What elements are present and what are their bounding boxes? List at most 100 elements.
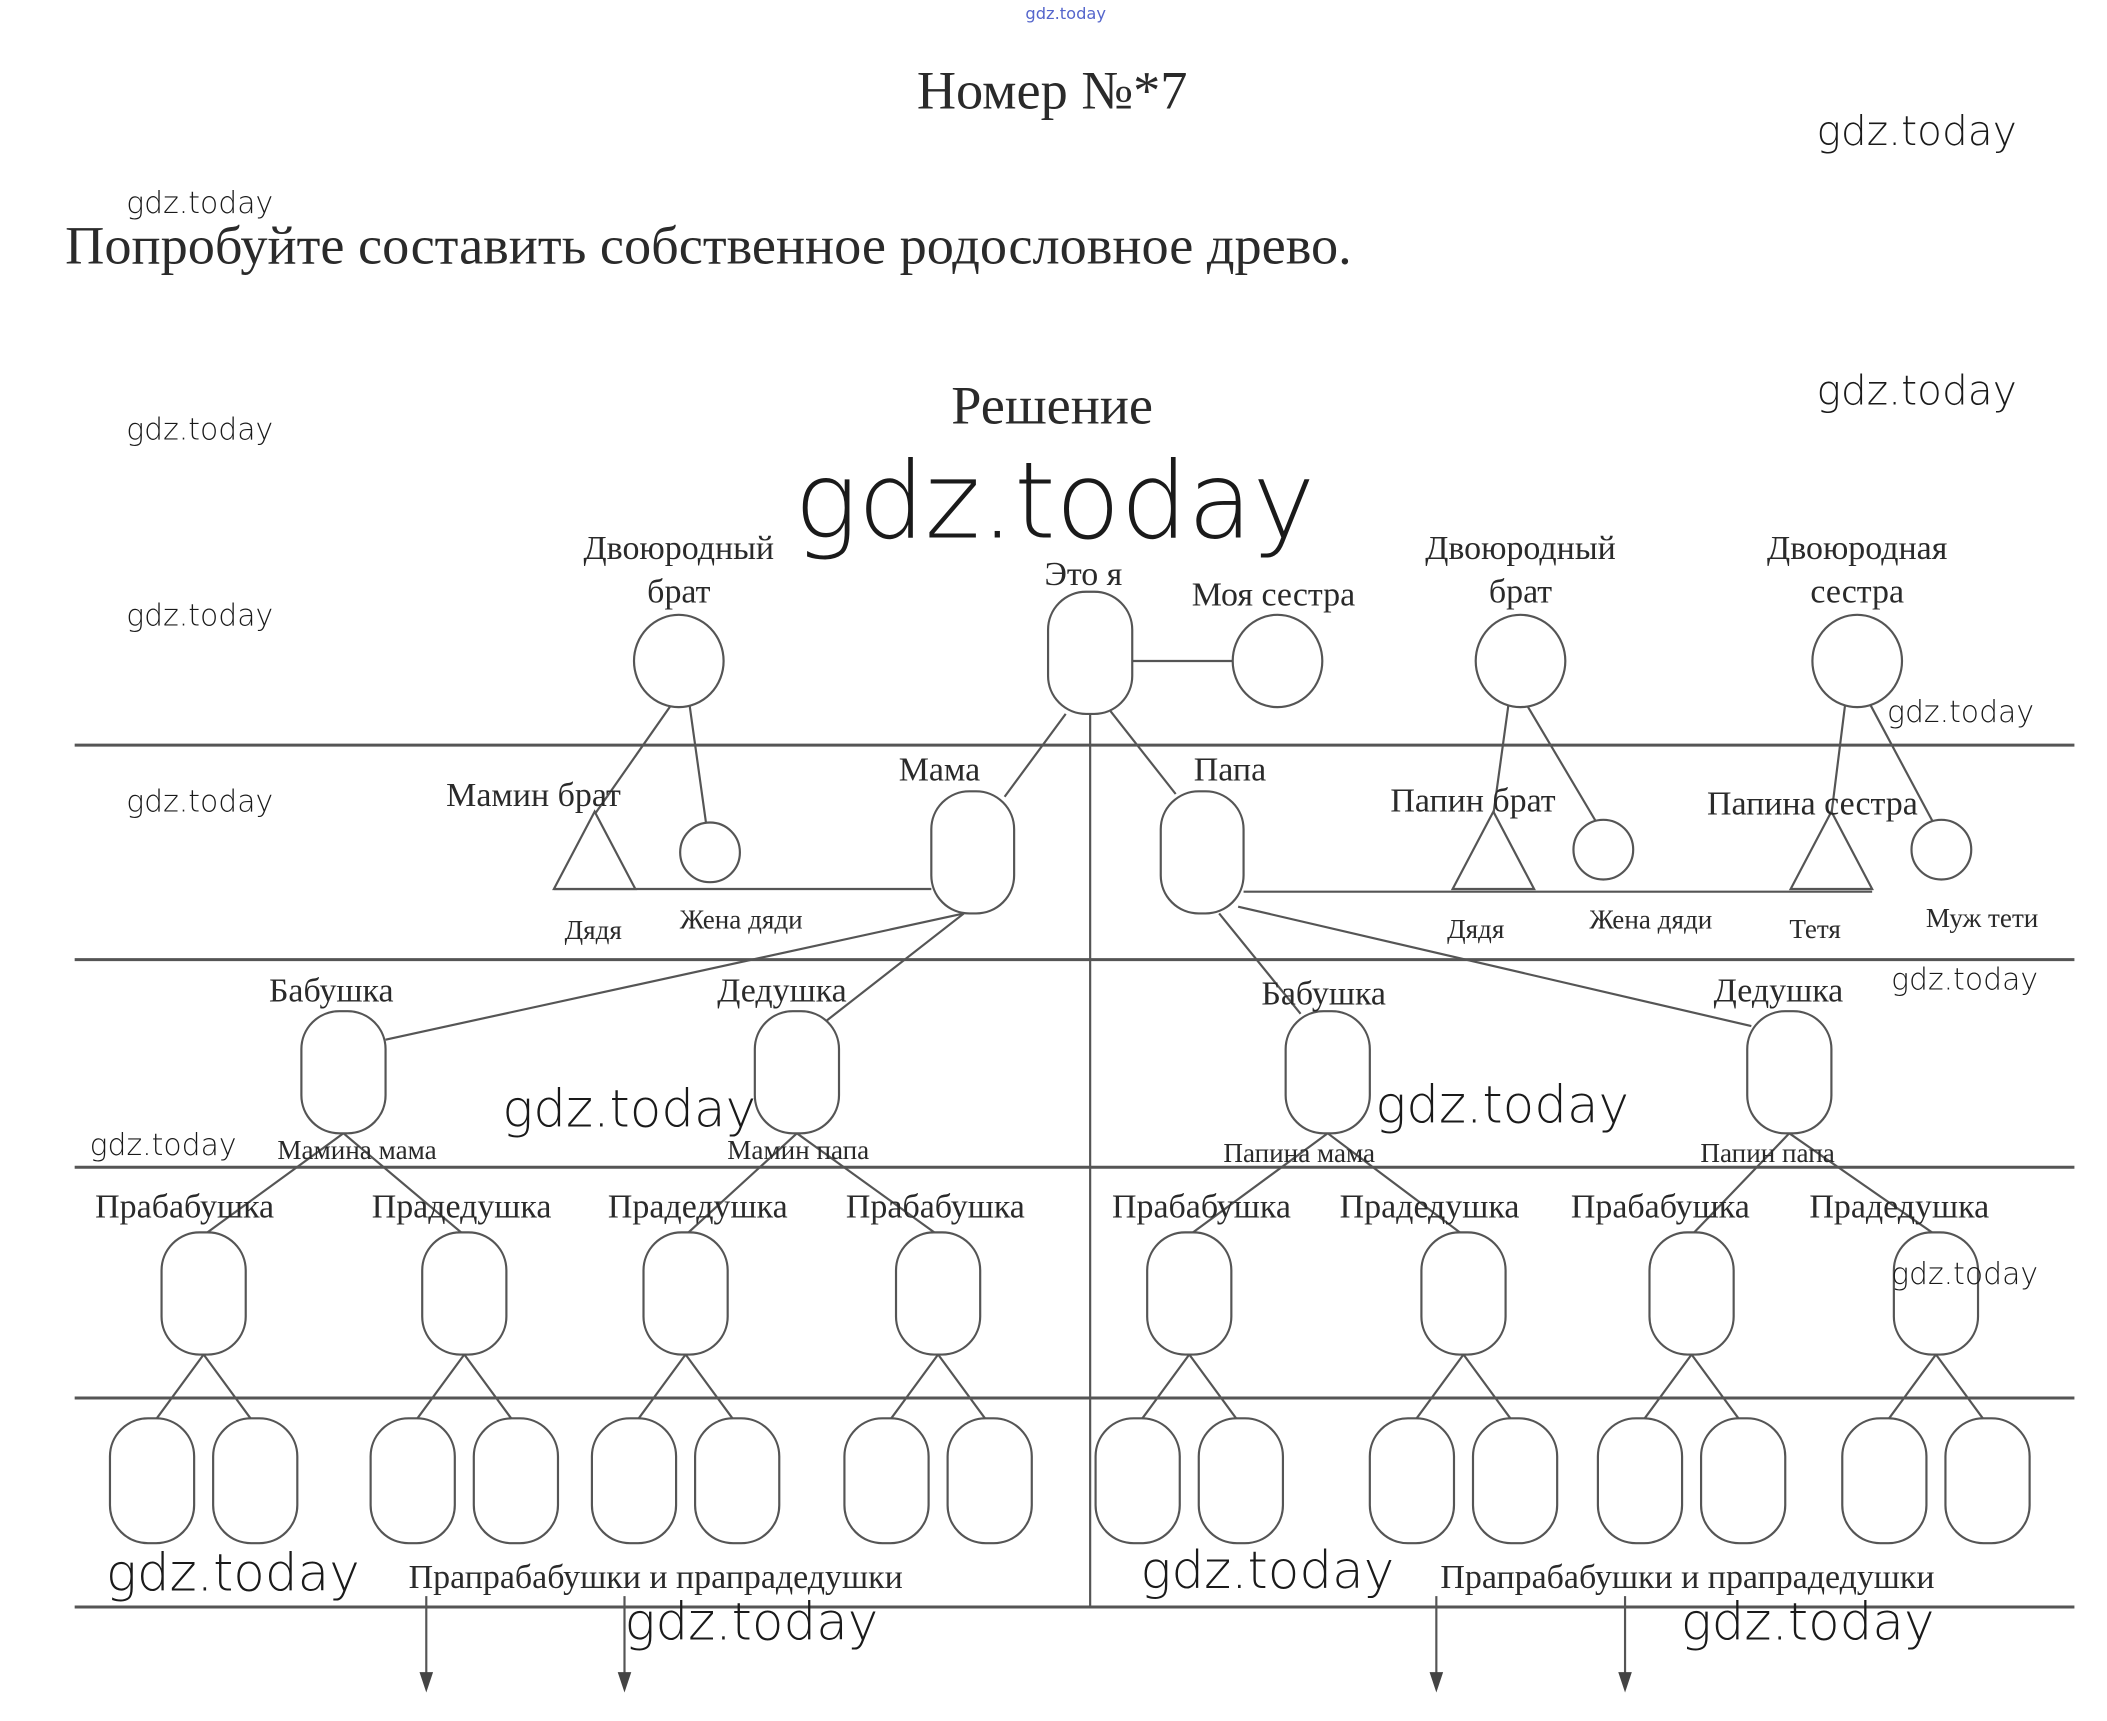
great-great-grandparent-box — [369, 1417, 456, 1545]
connector-line — [1886, 1353, 1937, 1422]
great-great-grandparent-box — [212, 1417, 299, 1545]
connector-line — [684, 1353, 736, 1422]
cousin-sister-circle — [1811, 613, 1904, 709]
great-great-grandparent-box — [946, 1417, 1033, 1545]
watermark: gdz.today — [90, 1128, 237, 1163]
watermark: gdz.today — [106, 1544, 360, 1604]
connector-line — [1690, 1132, 1791, 1236]
dad-uncle-label: Дядя — [1447, 914, 1504, 944]
connector-line — [203, 1132, 345, 1236]
cousin-left-label-1: Двоюродный — [584, 530, 775, 567]
connector-line — [635, 1353, 687, 1422]
great-grandparent-box — [421, 1231, 508, 1356]
arrow-head-icon — [419, 1672, 434, 1693]
great-grandparent-label: Прабабушка — [1112, 1188, 1291, 1225]
great-great-grandparent-box — [108, 1417, 196, 1545]
great-great-grandparent-box — [1368, 1417, 1456, 1545]
generation-dividers — [74, 713, 2075, 1609]
great-grandparent-label: Прадедушка — [1809, 1188, 1989, 1225]
great-grandparent-box — [1420, 1231, 1507, 1356]
aunt-label: Тетя — [1789, 914, 1841, 944]
connector-line — [202, 1353, 254, 1422]
uncle-label: Дядя — [565, 915, 622, 945]
mama-label: Мама — [899, 751, 981, 788]
grandparent-role-2: Папина мама — [1223, 1138, 1375, 1168]
connector-line — [1788, 1132, 1937, 1236]
arrow-head-icon — [617, 1672, 632, 1693]
great-grandparent-label: Прадедушка — [608, 1188, 788, 1225]
watermark: gdz.today — [1816, 107, 2016, 155]
grandma-mom-label: Бабушка — [269, 973, 394, 1010]
connector-line — [937, 1353, 988, 1422]
great-great-grandparent-box — [1699, 1417, 1787, 1545]
dad-brother-label: Папин брат — [1390, 783, 1555, 820]
great-great-grandparent-box — [1471, 1417, 1559, 1545]
great-grandparent-box — [894, 1231, 982, 1356]
arrow-head-icon — [1618, 1672, 1632, 1693]
papa-box — [1159, 790, 1245, 915]
watermark: gdz.today — [1140, 1541, 1394, 1601]
grandpa-dad-label: Дедушка — [1714, 973, 1844, 1010]
watermark: gdz.today — [1887, 695, 2034, 730]
great-grandparent-label: Прабабушка — [95, 1188, 274, 1225]
generated-shapes — [108, 1010, 2031, 1693]
solution-heading: Решение — [951, 375, 1153, 435]
sister-circle — [1231, 613, 1324, 709]
uncle-wife-circle — [679, 821, 741, 884]
watermark: gdz.today — [1681, 1593, 1935, 1653]
aunt-husband-label: Муж тети — [1926, 903, 2038, 933]
connector-lines — [385, 659, 1935, 1041]
aunt-husband-circle — [1910, 818, 1973, 881]
watermark: gdz.today — [126, 413, 273, 448]
connector-line — [1935, 1353, 1986, 1422]
great-great-grandparent-box — [1197, 1417, 1285, 1545]
uncle-wife-label: Жена дяди — [680, 904, 803, 934]
great-grandparent-box — [1892, 1231, 1980, 1356]
watermark: gdz.today — [624, 1593, 878, 1653]
great-great-grandparent-box — [1094, 1417, 1181, 1545]
mama-box — [930, 790, 1016, 915]
cousin-left-label-2: брат — [647, 574, 710, 611]
papa-label: Папа — [1194, 751, 1266, 788]
watermark: gdz.today — [126, 186, 273, 221]
great-great-grandparent-box — [590, 1417, 678, 1545]
aunt-triangle — [1788, 809, 1874, 891]
great-grandparent-box — [642, 1231, 729, 1356]
great-great-label-left: Прапрабабушки и прапрадедушки — [409, 1559, 903, 1596]
cousin-right-label-1: Двоюродный — [1425, 530, 1616, 567]
watermark: gdz.today — [1816, 366, 2016, 414]
watermark: gdz.today — [126, 599, 273, 634]
great-great-label-right: Прапрабабушки и прапрадедушки — [1440, 1559, 1934, 1596]
connector-line — [1188, 1132, 1329, 1236]
connector-line — [1327, 1132, 1465, 1236]
connector-line — [342, 1132, 466, 1236]
cousin-right-circle — [1474, 613, 1567, 709]
grandparent-box — [1746, 1010, 1833, 1135]
me-label: Это я — [1044, 556, 1122, 593]
great-great-grandparent-box — [1596, 1417, 1684, 1545]
great-grandparent-label: Прабабушка — [1571, 1188, 1750, 1225]
me-box — [1046, 590, 1134, 716]
cousin-sister-label-1: Двоюродная — [1767, 530, 1947, 567]
dad-brother-triangle — [1450, 809, 1536, 891]
connector-line — [1462, 1353, 1514, 1422]
watermark: gdz.today — [794, 439, 1315, 562]
great-grandparent-box — [160, 1231, 247, 1356]
connector-line — [1690, 1353, 1742, 1422]
cousin-sister-label-2: сестра — [1810, 574, 1904, 611]
connector-line — [414, 1353, 466, 1422]
connector-line — [1641, 1353, 1693, 1422]
great-grandparent-label: Прабабушка — [846, 1188, 1025, 1225]
grandparent-box — [753, 1010, 841, 1135]
watermark-top: gdz.today — [1025, 4, 1106, 23]
grandma-dad-label: Бабушка — [1261, 975, 1386, 1012]
great-great-grandparent-box — [694, 1417, 781, 1545]
connector-line — [1188, 1353, 1240, 1422]
mom-brother-label: Мамин брат — [446, 777, 621, 814]
grandparent-box — [1284, 1010, 1371, 1135]
great-great-grandparent-box — [1944, 1417, 2031, 1545]
connector-line — [153, 1353, 205, 1422]
connector-line — [796, 1132, 939, 1236]
great-grandparent-box — [1648, 1231, 1735, 1356]
